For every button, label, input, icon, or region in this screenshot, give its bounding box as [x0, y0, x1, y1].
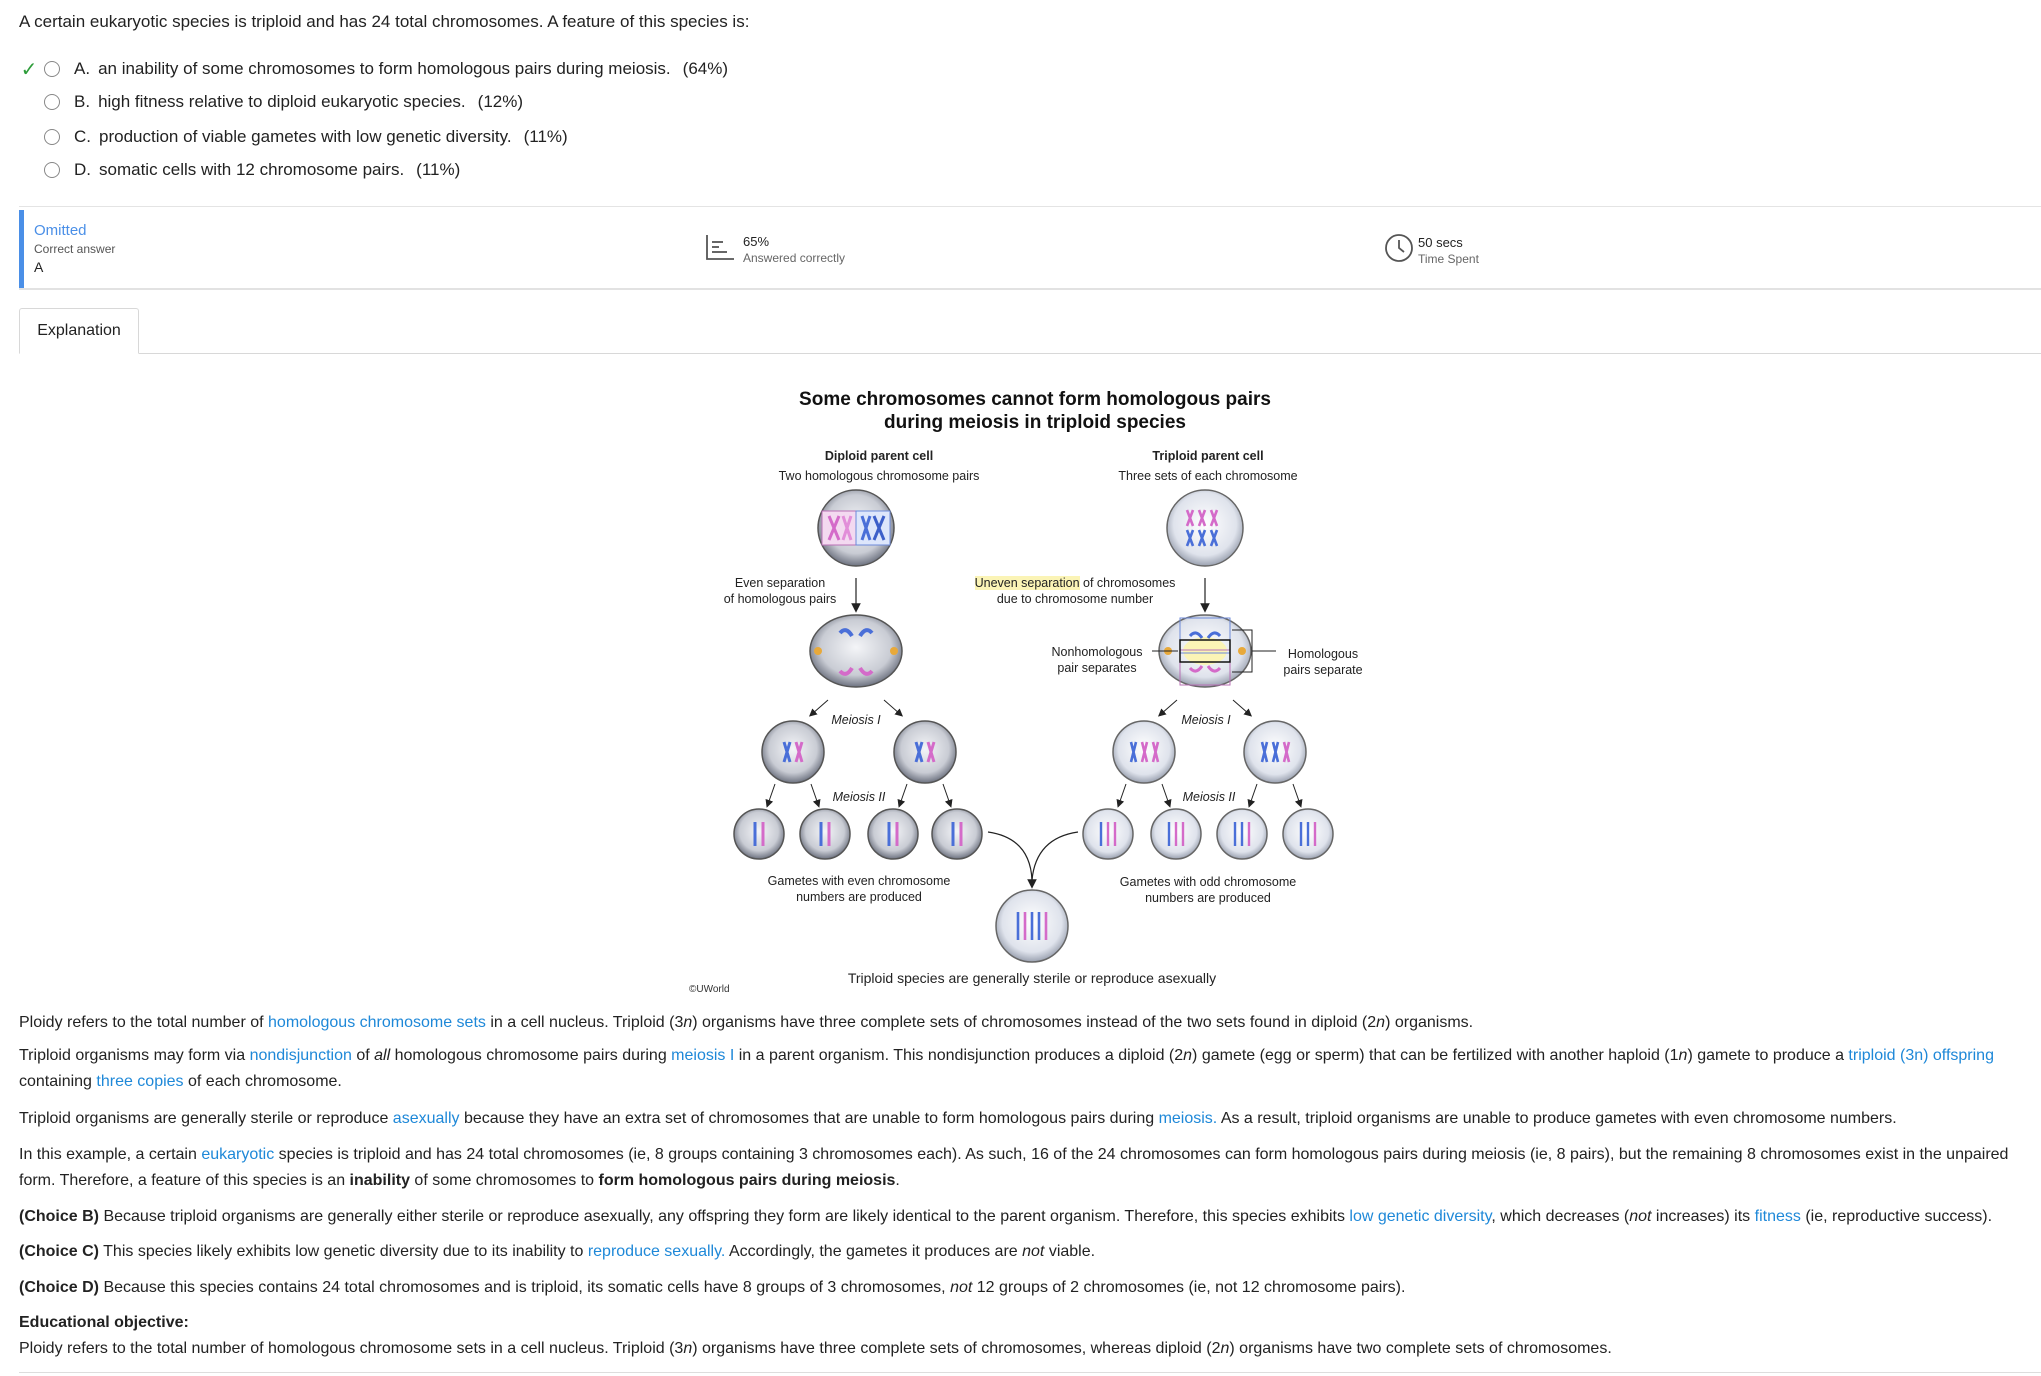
- link-meiosis-i[interactable]: meiosis I: [671, 1047, 735, 1064]
- option-percent: (12%): [477, 92, 524, 111]
- explanation-paragraph-4: In this example, a certain eukaryotic sp…: [19, 1146, 2009, 1189]
- triploid-parent-cell: [1166, 489, 1244, 567]
- bar-chart-icon: [705, 233, 735, 266]
- triploid-zygote-cell: [995, 889, 1069, 963]
- meiosis-1-label-left: Meiosis I: [831, 713, 881, 727]
- uneven-separation-label: Uneven separation of chromosomes due to …: [974, 576, 1176, 606]
- link-asexually[interactable]: asexually: [392, 1110, 460, 1127]
- option-letter: A.: [74, 59, 91, 78]
- explanation-figure: Some chromosomes cannot form homologous …: [689, 388, 1380, 1000]
- nonhomologous-label: Nonhomologous pair separates: [1051, 645, 1143, 675]
- link-reproduce-sexually[interactable]: reproduce sexually.: [587, 1243, 726, 1260]
- explanation-paragraph-2: Triploid organisms may form via nondisju…: [19, 1047, 1994, 1090]
- meiosis-diagram: [733, 489, 1334, 963]
- percent-label: Answered correctly: [743, 251, 846, 265]
- link-low-genetic-diversity[interactable]: low genetic diversity: [1349, 1208, 1492, 1225]
- figure-caption: Triploid species are generally sterile o…: [847, 970, 1217, 986]
- option-text: high fitness relative to diploid eukaryo…: [98, 92, 466, 111]
- odd-gametes-label: Gametes with odd chromosome numbers are …: [1119, 875, 1297, 905]
- answer-option-a[interactable]: ✓ A. an inability of some chromosomes to…: [0, 55, 728, 83]
- option-percent: (11%): [523, 127, 568, 146]
- divider: [19, 206, 2041, 207]
- even-gametes-label: Gametes with even chromosome numbers are…: [767, 874, 951, 904]
- tab-explanation[interactable]: Explanation: [19, 308, 139, 354]
- triploid-meiosis1-cells: [1112, 720, 1307, 784]
- checkmark-icon: ✓: [20, 58, 38, 81]
- time-label: Time Spent: [1418, 252, 1479, 266]
- option-letter: B.: [74, 92, 91, 111]
- explanation-paragraph-3: Triploid organisms are generally sterile…: [19, 1110, 1897, 1127]
- radio-button[interactable]: [44, 129, 60, 145]
- even-separation-label: Even separation of homologous pairs: [723, 576, 837, 606]
- status-accent-bar: [19, 210, 24, 288]
- answer-option-c[interactable]: C. production of viable gametes with low…: [0, 123, 568, 151]
- triploid-heading: Triploid parent cell: [1152, 449, 1264, 463]
- percent-value: 65%: [743, 234, 770, 249]
- explanation-choice-b: (Choice B) Because triploid organisms ar…: [19, 1208, 1993, 1225]
- triploid-subheading: Three sets of each chromosome: [1118, 469, 1298, 483]
- triploid-gametes: [1082, 808, 1334, 860]
- status-label: Omitted: [34, 222, 87, 239]
- question-stem: A certain eukaryotic species is triploid…: [19, 12, 750, 31]
- option-letter: D.: [74, 160, 91, 179]
- time-value: 50 secs: [1418, 235, 1463, 250]
- link-triploid-offspring[interactable]: triploid (3n) offspring: [1848, 1047, 1994, 1064]
- explanation-choice-c: (Choice C) This species likely exhibits …: [19, 1243, 1096, 1260]
- option-text: somatic cells with 12 chromosome pairs.: [99, 160, 405, 179]
- explanation-paragraph-1: Ploidy refers to the total number of hom…: [19, 1014, 1474, 1031]
- meiosis-2-label-right: Meiosis II: [1182, 790, 1236, 804]
- divider: [19, 1372, 2041, 1373]
- homologous-label: Homologous pairs separate: [1283, 647, 1363, 677]
- stats-bar: Omitted Correct answer A 65% Answered co…: [19, 208, 2041, 290]
- link-meiosis[interactable]: meiosis.: [1158, 1110, 1218, 1127]
- triploid-dividing-cell: [1152, 614, 1276, 688]
- copyright-label: ©UWorld: [689, 984, 730, 995]
- option-percent: (64%): [682, 59, 729, 78]
- answer-option-d[interactable]: D. somatic cells with 12 chromosome pair…: [0, 156, 460, 184]
- diploid-gametes: [733, 808, 983, 860]
- link-fitness[interactable]: fitness: [1754, 1208, 1801, 1225]
- diploid-parent-cell: [817, 489, 895, 567]
- link-homologous-chromosome-sets[interactable]: homologous chromosome sets: [268, 1014, 486, 1031]
- answer-status: Omitted Correct answer A: [34, 222, 115, 275]
- link-eukaryotic[interactable]: eukaryotic: [201, 1146, 275, 1163]
- diploid-subheading: Two homologous chromosome pairs: [778, 469, 980, 483]
- explanation-choice-d: (Choice D) Because this species contains…: [19, 1279, 1406, 1296]
- answer-option-b[interactable]: B. high fitness relative to diploid euka…: [0, 88, 523, 116]
- diploid-heading: Diploid parent cell: [824, 449, 934, 463]
- percent-correct-stat: 65% Answered correctly: [705, 233, 845, 266]
- option-text: an inability of some chromosomes to form…: [98, 59, 671, 78]
- correct-answer-label: Correct answer: [34, 242, 116, 256]
- radio-button[interactable]: [44, 61, 60, 77]
- meiosis-2-label-left: Meiosis II: [832, 790, 886, 804]
- link-nondisjunction[interactable]: nondisjunction: [249, 1047, 352, 1064]
- correct-answer-value: A: [34, 259, 44, 275]
- option-letter: C.: [74, 127, 91, 146]
- educational-objective-title: Educational objective:: [19, 1314, 189, 1331]
- diploid-dividing-cell: [809, 614, 903, 688]
- diploid-meiosis1-cells: [761, 720, 957, 784]
- time-spent-stat: 50 secs Time Spent: [1384, 233, 1479, 268]
- option-text: production of viable gametes with low ge…: [99, 127, 512, 146]
- link-three-copies[interactable]: three copies: [96, 1073, 184, 1090]
- educational-objective-text: Ploidy refers to the total number of hom…: [19, 1340, 1612, 1357]
- option-percent: (11%): [416, 160, 461, 179]
- radio-button[interactable]: [44, 94, 60, 110]
- radio-button[interactable]: [44, 162, 60, 178]
- tab-bar: Explanation: [19, 308, 2041, 354]
- meiosis-1-label-right: Meiosis I: [1181, 713, 1231, 727]
- clock-icon: [1384, 233, 1414, 268]
- figure-title: Some chromosomes cannot form homologous …: [799, 389, 1271, 433]
